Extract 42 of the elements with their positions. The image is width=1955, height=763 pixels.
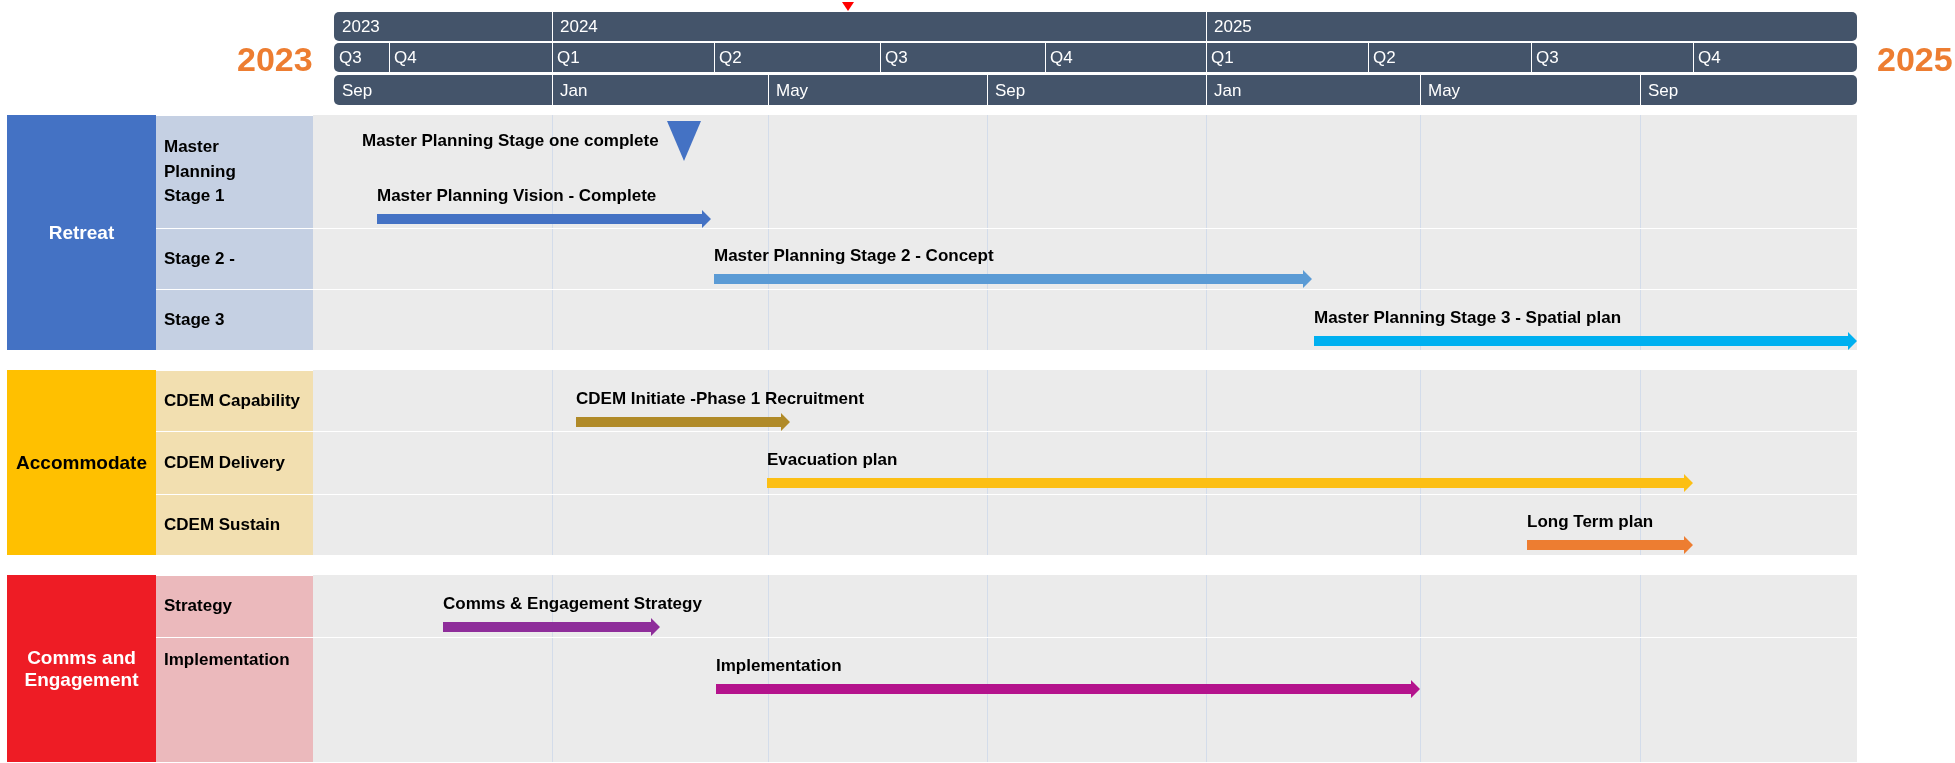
month-label: Jan: [1214, 82, 1242, 99]
task-label: Long Term plan: [1527, 513, 1655, 532]
task-label: CDEM Initiate -Phase 1 Recruitment: [576, 390, 865, 409]
task-label: Comms & Engagement Strategy: [443, 595, 702, 614]
month-label: Sep: [342, 82, 373, 99]
task-label: Master Planning Vision - Complete: [377, 187, 658, 206]
month-label: May: [1428, 82, 1461, 99]
year-label: 2023: [237, 40, 313, 79]
row-label: Implementation: [156, 637, 313, 762]
row-label: Stage 2 -: [156, 228, 313, 289]
milestone-label: Master Planning Stage one complete: [362, 131, 659, 151]
month-label: Jan: [560, 82, 588, 99]
quarter-label: Q2: [1373, 49, 1396, 66]
swimlane-header: Accommodate: [7, 370, 156, 555]
quarter-label: Q1: [1211, 49, 1234, 66]
quarter-label: Q4: [1050, 49, 1073, 66]
task-label: Master Planning Stage 2 - Concept: [714, 247, 995, 266]
task-label: Master Planning Stage 3 - Spatial plan: [1314, 309, 1622, 328]
year-label: 2023: [342, 18, 380, 35]
row-label: CDEM Sustain: [156, 494, 313, 555]
year-label: 2024: [560, 18, 598, 35]
swimlane-header: Comms and Engagement: [7, 575, 156, 762]
task-label: Implementation: [716, 657, 843, 676]
row-label: CDEM Delivery: [156, 431, 313, 494]
quarter-label: Q3: [885, 49, 908, 66]
row-label: CDEM Capability: [156, 370, 313, 431]
row-label: Strategy: [156, 575, 313, 637]
quarter-label: Q2: [719, 49, 742, 66]
quarter-label: Q4: [394, 49, 417, 66]
quarter-label: Q1: [557, 49, 580, 66]
quarter-label: Q3: [1536, 49, 1559, 66]
month-label: Sep: [1648, 82, 1679, 99]
quarter-label: Q3: [339, 49, 362, 66]
task-label: Evacuation plan: [767, 451, 899, 470]
year-label: 2025: [1877, 40, 1953, 79]
row-label: Master Planning Stage 1: [156, 115, 313, 228]
swimlane-header: Retreat: [7, 115, 156, 350]
year-label: 2025: [1214, 18, 1252, 35]
month-label: Sep: [995, 82, 1026, 99]
quarter-label: Q4: [1698, 49, 1721, 66]
month-label: May: [776, 82, 809, 99]
row-label: Stage 3: [156, 289, 313, 350]
